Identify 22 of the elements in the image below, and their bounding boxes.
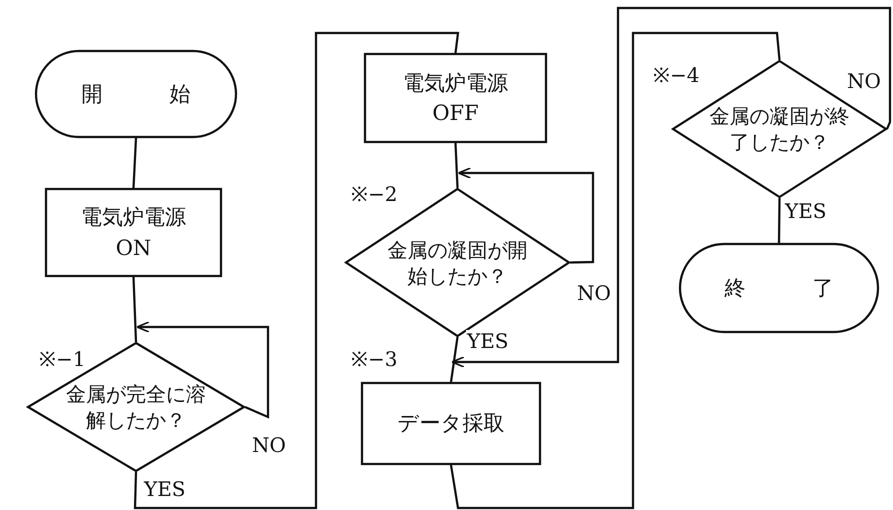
flow-line — [778, 198, 781, 244]
flow-line — [450, 336, 459, 382]
flow-line — [132, 138, 138, 188]
node-text: 電気炉電源 OFF — [402, 70, 509, 127]
node-text: 電気炉電源 ON — [80, 204, 187, 262]
decision-diamond — [27, 342, 245, 472]
flow-line — [450, 32, 781, 510]
node-text: 金属の凝固が開始したか？ — [386, 236, 528, 288]
node-text: 終 了 — [724, 274, 834, 302]
flow-line — [134, 32, 460, 510]
node-text: 金属の凝固が終了したか？ — [708, 103, 850, 155]
arrow — [458, 167, 594, 264]
node-text: 開 始 — [82, 80, 190, 108]
process-box — [45, 188, 222, 277]
arrow — [451, 6, 892, 368]
process-box — [361, 382, 541, 465]
arrow — [136, 321, 270, 419]
flow-line — [132, 276, 138, 342]
node-text: データ採取 — [396, 410, 506, 438]
process-box — [364, 53, 547, 143]
node-text: 金属が完全に溶解したか？ — [65, 381, 207, 433]
flow-line — [454, 142, 459, 188]
